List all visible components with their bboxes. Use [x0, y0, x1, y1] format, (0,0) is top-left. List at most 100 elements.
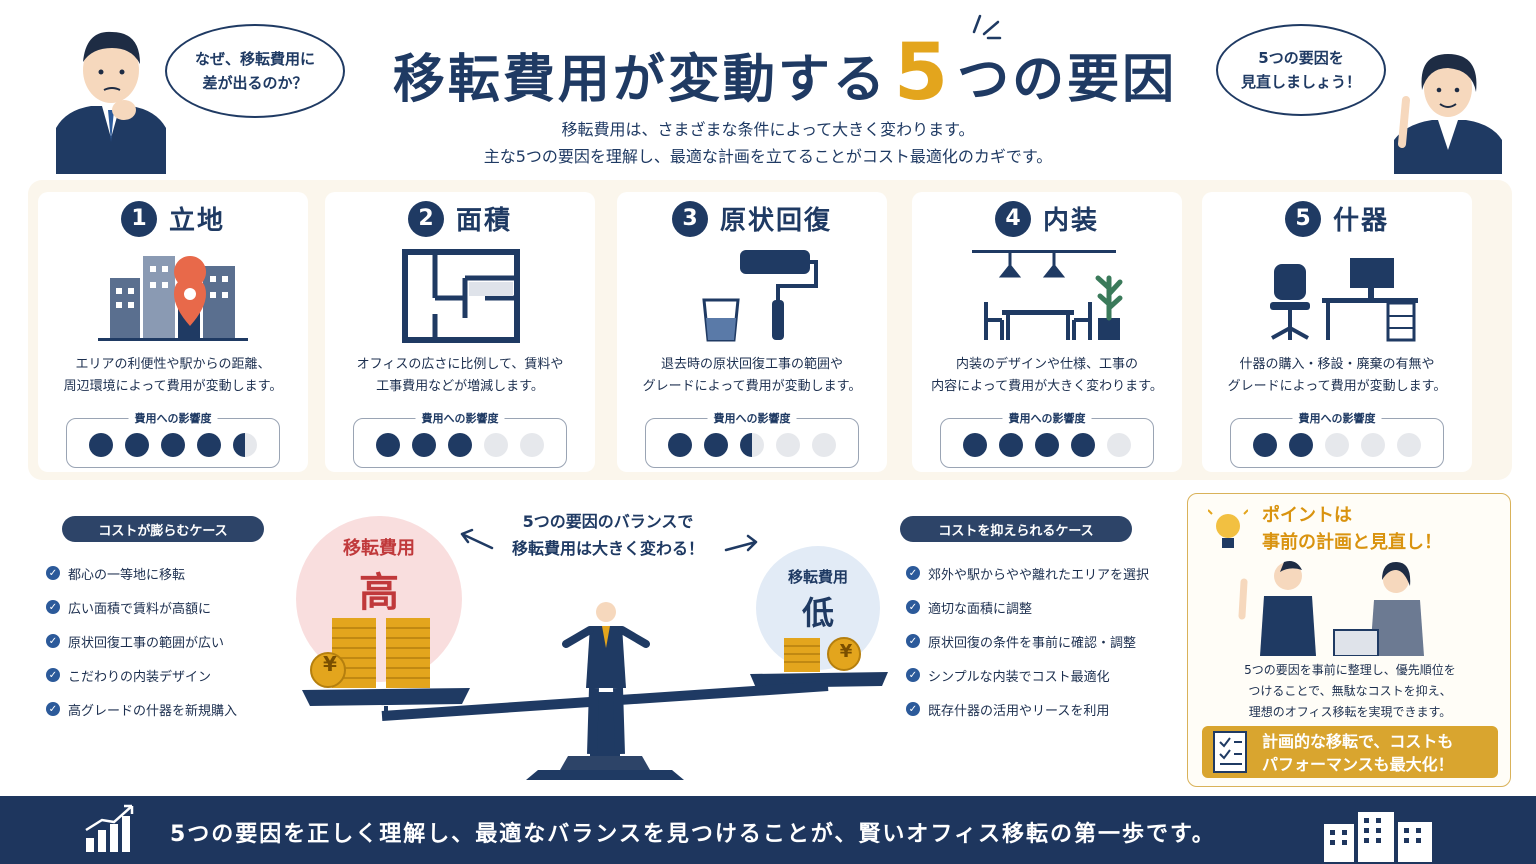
- growth-chart-icon: [85, 804, 134, 852]
- low-cost-label-text: 移転費用: [787, 568, 848, 586]
- low-cost-value: 低: [801, 594, 834, 632]
- checklist-icon: [1213, 731, 1247, 773]
- card-number: 5: [1284, 200, 1321, 237]
- footer-banner: 5つの要因を正しく理解し、最適なバランスを見つけることが、賢いオフィス移転の第一…: [0, 796, 1536, 864]
- list-item: ✓適切な面積に調整: [906, 590, 1149, 624]
- impact-dot: [1253, 433, 1277, 457]
- high-cost-value: 高: [359, 570, 399, 616]
- card-title: 立地: [168, 206, 225, 236]
- card-desc-line2: 工事費用などが増減します。: [376, 379, 544, 395]
- bubble-left-line1: なぜ、移転費用に: [194, 50, 315, 68]
- list-item: ✓郊外や駅からやや離れたエリアを選択: [906, 556, 1149, 590]
- title-number: 5: [893, 28, 952, 118]
- yen-symbol-low: ¥: [839, 641, 853, 662]
- impact-dot: [1325, 433, 1349, 457]
- card-desc-line2: グレードによって費用が変動します。: [1227, 379, 1447, 395]
- check-icon: ✓: [46, 668, 60, 682]
- high-cost-label-text: 移転費用: [343, 538, 415, 559]
- card-number: 4: [994, 200, 1031, 237]
- impact-dot: [376, 433, 400, 457]
- list-item: ✓既存什器の活用やリースを利用: [906, 692, 1149, 726]
- interior-furniture-icon: [972, 250, 1123, 340]
- arrow-right-icon: [724, 534, 758, 552]
- check-icon: ✓: [46, 600, 60, 614]
- impact-label: 費用への影響度: [707, 410, 797, 426]
- point-banner-line1: 計画的な移転で、コストも: [1262, 732, 1454, 751]
- balance-scale-icon: [302, 602, 888, 780]
- impact-dot: [1107, 433, 1131, 457]
- check-icon: ✓: [46, 566, 60, 580]
- card-title: 内装: [1042, 206, 1099, 236]
- impact-dot: [1361, 433, 1385, 457]
- title-pre: 移転費用が変動する: [392, 50, 888, 110]
- check-icon: ✓: [906, 600, 920, 614]
- list-item: ✓シンプルな内装でコスト最適化: [906, 658, 1149, 692]
- impact-dot: [740, 433, 764, 457]
- office-building-icon: [1324, 812, 1432, 862]
- card-desc-line1: エリアの利便性や駅からの距離、: [75, 357, 271, 372]
- card-number: 3: [671, 200, 708, 237]
- bubble-left-line2: 差が出るのか？: [202, 74, 308, 92]
- right-speech-bubble: 5つの要因を 見直しましょう！: [1216, 24, 1386, 116]
- bubble-right-line2: 見直しましょう！: [1240, 73, 1361, 91]
- impact-meter: 費用への影響度: [645, 410, 859, 468]
- arrow-left-icon: [460, 528, 494, 550]
- point-banner: 計画的な移転で、コストも パフォーマンスも最大化！: [1202, 726, 1498, 778]
- page-title: 移転費用が変動する 5 つの要因: [370, 22, 1200, 112]
- impact-label: 費用への影響度: [1292, 410, 1382, 426]
- impact-dot: [161, 433, 185, 457]
- point-title-line1: ポイントは: [1262, 505, 1352, 526]
- title-post: つの要因: [957, 50, 1178, 110]
- businessman-icon: [562, 602, 650, 755]
- impact-dot: [1071, 433, 1095, 457]
- impact-dot: [484, 433, 508, 457]
- check-icon: ✓: [906, 668, 920, 682]
- list-item: ✓原状回復の条件を事前に確認・調整: [906, 624, 1149, 658]
- card-desc-line2: 周辺環境によって費用が変動します。: [63, 379, 283, 395]
- high-cost-list: ✓都心の一等地に移転 ✓広い面積で賃料が高額に ✓原状回復工事の範囲が広い ✓こ…: [46, 556, 237, 726]
- point-title: ポイントは 事前の計画と見直し！: [1262, 502, 1442, 556]
- impact-dot: [197, 433, 221, 457]
- left-speech-bubble: なぜ、移転費用に 差が出るのか？: [165, 24, 345, 118]
- floor-plan-icon: [402, 249, 520, 343]
- impact-dot: [448, 433, 472, 457]
- yen-symbol-high: ¥: [323, 652, 337, 676]
- card-title: 面積: [455, 206, 512, 236]
- impact-meter: 費用への影響度: [1230, 410, 1444, 468]
- card-desc-line1: 什器の購入・移設・廃棄の有無や: [1239, 357, 1435, 372]
- point-banner-text: 計画的な移転で、コストも パフォーマンスも最大化！: [1262, 730, 1454, 776]
- card-title: 原状回復: [719, 206, 832, 236]
- impact-dot: [233, 433, 257, 457]
- balance-caption-line1: 5つの要因のバランスで: [522, 512, 694, 531]
- business-meeting-illustration: [1238, 561, 1424, 656]
- high-cost-label: コストが膨らむケース: [62, 516, 264, 542]
- balance-caption: 5つの要因のバランスで 移転費用は大きく変わる！: [480, 508, 736, 562]
- footer-text: 5つの要因を正しく理解し、最適なバランスを見つけることが、賢いオフィス移転の第一…: [170, 822, 1216, 847]
- lightbulb-icon: [1208, 508, 1248, 548]
- list-item: ✓都心の一等地に移転: [46, 556, 237, 590]
- card-title: 什器: [1332, 206, 1389, 236]
- impact-meter: 費用への影響度: [66, 410, 280, 468]
- coin-stack-icon: [310, 618, 861, 688]
- check-icon: ✓: [46, 702, 60, 716]
- card-desc-line1: 退去時の原状回復工事の範囲や: [660, 357, 843, 372]
- paint-roller-icon: [702, 250, 818, 342]
- impact-dot: [125, 433, 149, 457]
- subtitle-line1: 移転費用は、さまざまな条件によって大きく変わります。: [561, 120, 975, 139]
- balance-caption-line2: 移転費用は大きく変わる！: [511, 539, 704, 559]
- card-desc-line2: 内容によって費用が大きく変わります。: [931, 379, 1163, 395]
- check-icon: ✓: [906, 566, 920, 580]
- list-item: ✓広い面積で賃料が高額に: [46, 590, 237, 624]
- impact-dot: [963, 433, 987, 457]
- impact-label: 費用への影響度: [128, 410, 218, 426]
- impact-dot: [668, 433, 692, 457]
- point-body-line2: つけることで、無駄なコストを抑え、: [1248, 684, 1452, 698]
- list-item: ✓高グレードの什器を新規購入: [46, 692, 237, 726]
- card-desc-line1: 内装のデザインや仕様、工事の: [955, 357, 1138, 372]
- impact-dot: [412, 433, 436, 457]
- subtitle-line2: 主な5つの要因を理解し、最適な計画を立てることがコスト最適化のカギです。: [483, 147, 1053, 166]
- impact-dot: [520, 433, 544, 457]
